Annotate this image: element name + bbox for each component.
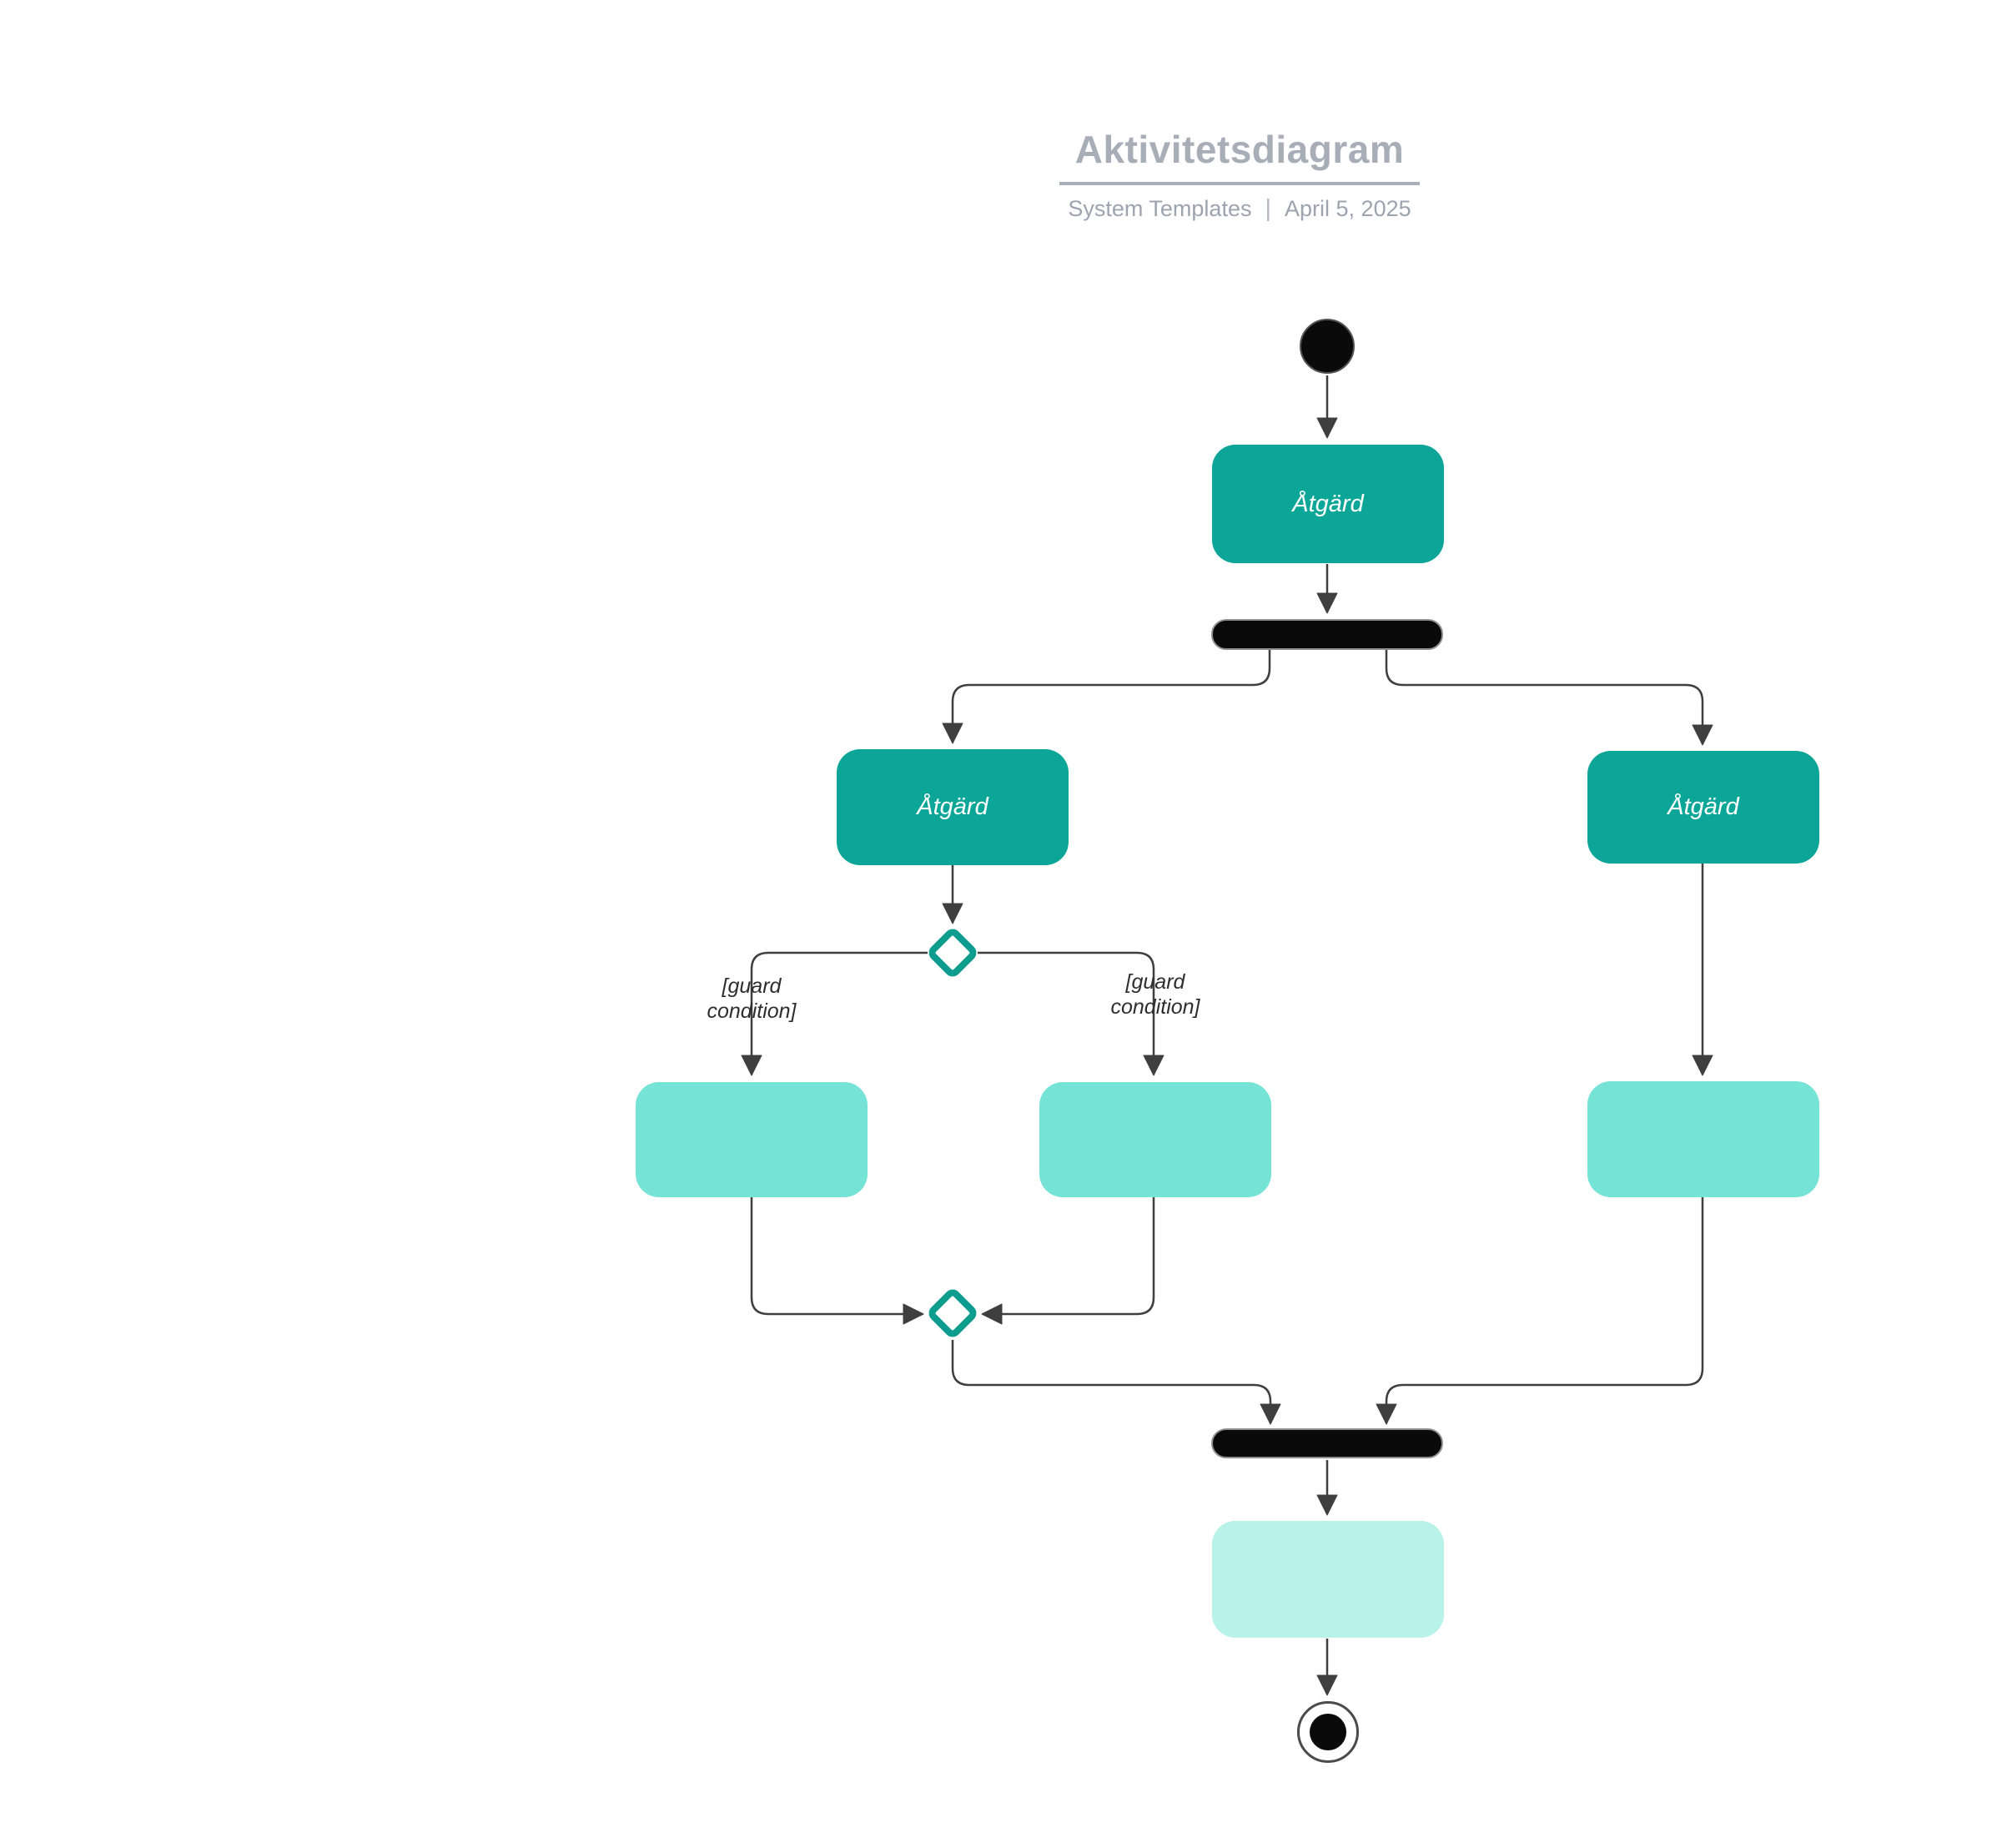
final-node-inner-dot: [1310, 1714, 1346, 1750]
edge-branch-right-to-join: [1376, 1197, 1704, 1425]
title-block: Aktivitetsdiagram System Templates | Apr…: [1059, 127, 1420, 223]
action-node-left: Åtgärd: [837, 749, 1069, 865]
edge-branch-middle-to-merge: [981, 1197, 1155, 1325]
edge-decision-to-branch-left: [741, 951, 928, 1076]
edge-decision-to-branch-middle: [978, 951, 1164, 1076]
initial-node: [1300, 319, 1355, 374]
subtitle-source: System Templates: [1068, 196, 1252, 221]
action-label: Åtgärd: [1667, 793, 1739, 820]
guard-label-right: [guard condition]: [1110, 970, 1200, 1019]
branch-node-left: [636, 1082, 868, 1197]
final-action-node: [1212, 1521, 1444, 1638]
subtitle: System Templates | April 5, 2025: [1059, 195, 1420, 223]
join-bar: [1211, 1428, 1443, 1458]
edge-fork-to-action-left: [942, 650, 1271, 744]
subtitle-divider: |: [1265, 195, 1272, 222]
final-node: [1297, 1701, 1359, 1763]
action-node-top: Åtgärd: [1212, 445, 1444, 563]
edge-fork-to-action-right: [1385, 650, 1713, 746]
edge-branch-left-to-merge: [750, 1197, 924, 1325]
action-node-right: Åtgärd: [1587, 751, 1819, 864]
guard-label-left: [guard condition]: [707, 974, 797, 1023]
edge-merge-to-join: [951, 1340, 1281, 1425]
action-label: Åtgärd: [917, 793, 988, 820]
action-label: Åtgärd: [1292, 490, 1364, 517]
fork-bar: [1211, 619, 1443, 650]
branch-node-right: [1587, 1081, 1819, 1197]
page-title: Aktivitetsdiagram: [1059, 127, 1420, 185]
subtitle-date: April 5, 2025: [1285, 196, 1411, 221]
branch-node-middle: [1039, 1082, 1271, 1197]
